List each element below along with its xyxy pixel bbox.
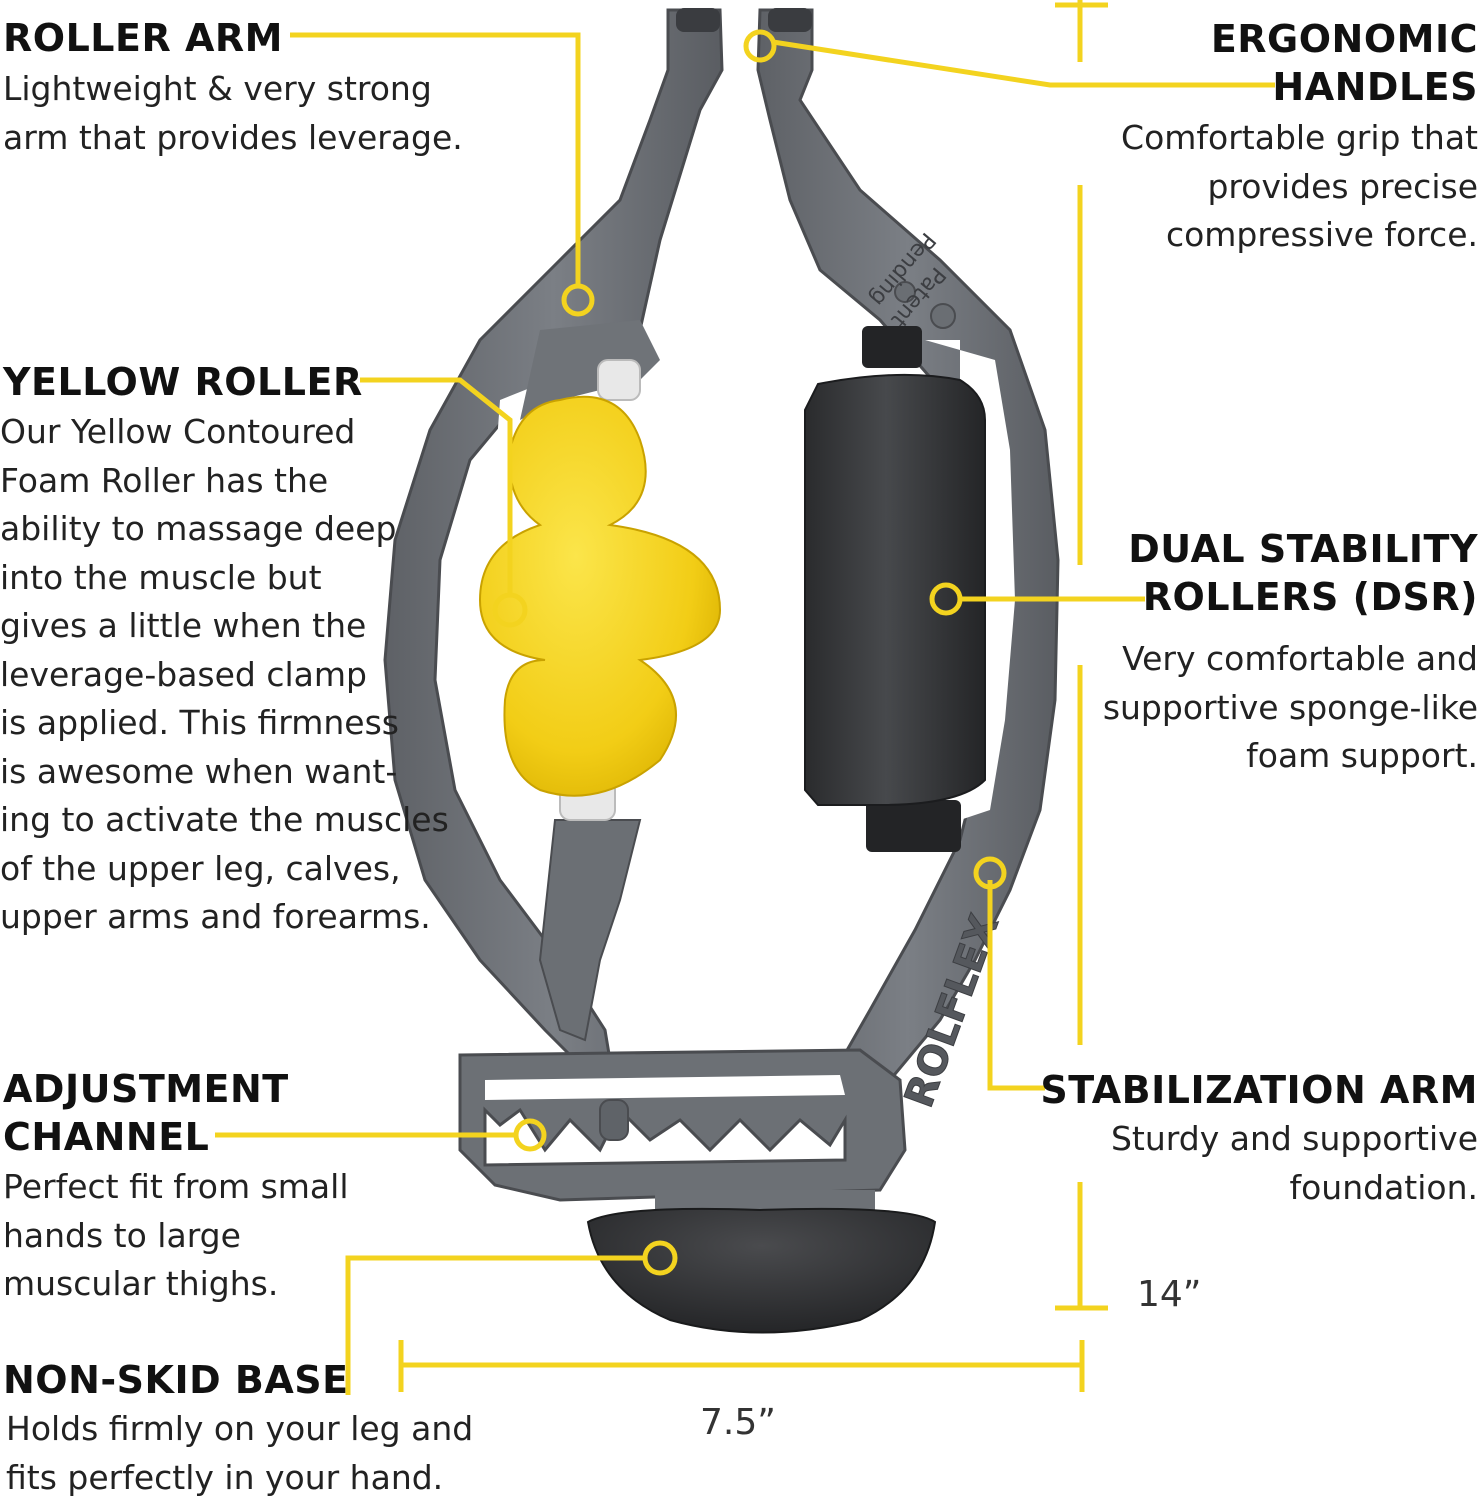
ergonomic-handles-description: Comfortable grip that provides precise c… [1121, 118, 1478, 254]
roller-arm-marker [561, 283, 595, 317]
roller-arm-title: ROLLER ARM [3, 16, 283, 60]
stabilization-arm-description: Sturdy and supportive foundation. [1110, 1119, 1478, 1207]
dsr-description: Very comfortable and supportive sponge-l… [1102, 639, 1478, 775]
callout-lines [215, 0, 1275, 1395]
stabilization-arm-title: STABILIZATION ARM [1040, 1068, 1478, 1112]
height-dimension-label: 14” [1137, 1274, 1202, 1315]
ergonomic-handles-title: ERGONOMIC HANDLES [1210, 17, 1478, 109]
dsr-title: DUAL STABILITY ROLLERS (DSR) [1128, 527, 1478, 619]
yellow-roller-marker [492, 592, 528, 628]
non-skid-base-shape [586, 1190, 937, 1334]
non-skid-base-title: NON-SKID BASE [3, 1358, 349, 1402]
yellow-roller-shape [478, 359, 722, 821]
yellow-roller-title: YELLOW ROLLER [3, 360, 363, 404]
non-skid-base-description: Holds firmly on your leg and fits perfec… [6, 1409, 474, 1497]
ergonomic-handles-marker [743, 29, 777, 63]
non-skid-base-marker [642, 1240, 678, 1276]
yellow-roller-description: Our Yellow Contoured Foam Roller has the… [0, 412, 449, 936]
dsr-marker [929, 582, 963, 616]
adjustment-channel-description: Perfect fit from small hands to large mu… [3, 1167, 349, 1303]
callout-markers [492, 29, 1007, 1276]
dsr-shape [804, 326, 986, 852]
adjustment-channel-title: ADJUSTMENT CHANNEL [3, 1067, 289, 1159]
adjustment-channel-shape [458, 1048, 907, 1202]
roller-arm-description: Lightweight & very strong arm that provi… [3, 69, 463, 157]
width-dimension-label: 7.5” [700, 1402, 776, 1443]
adjustment-channel-marker [513, 1118, 547, 1152]
stabilization-arm-marker [973, 856, 1007, 890]
